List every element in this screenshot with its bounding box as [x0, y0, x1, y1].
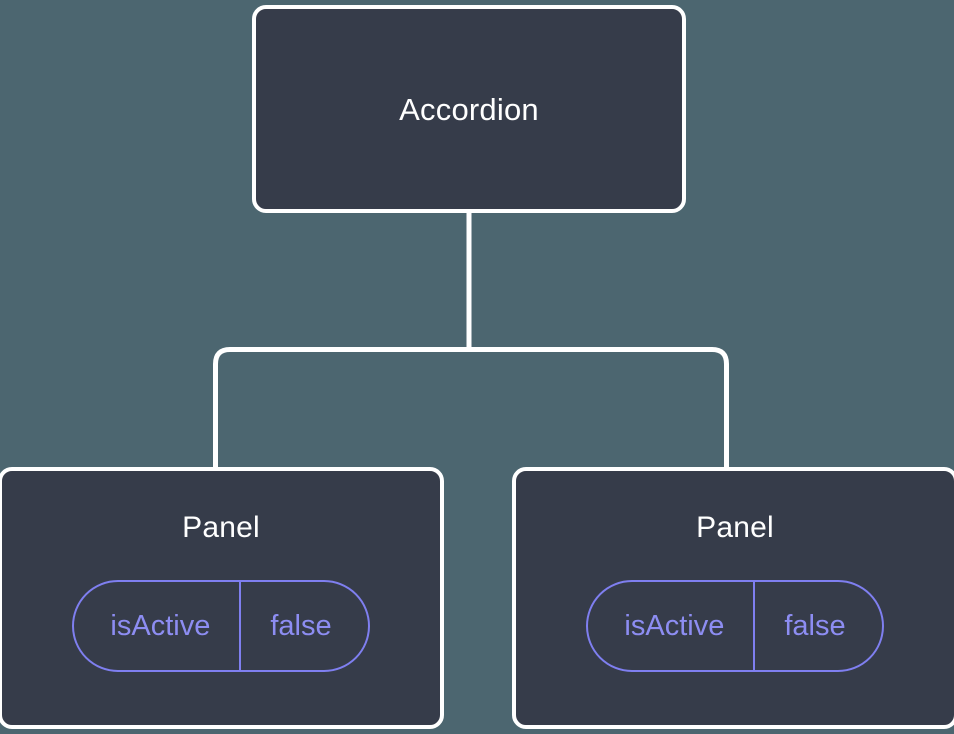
node-accordion-title: Accordion [399, 91, 539, 127]
prop-pill-isactive-1[interactable]: isActive false [72, 580, 370, 672]
node-panel-1-title: Panel [182, 511, 260, 544]
node-panel-2[interactable]: Panel isActive false [512, 467, 954, 729]
prop-pill-key-2: isActive [624, 609, 725, 642]
node-panel-2-props: isActive false [516, 580, 954, 672]
node-panel-2-title: Panel [696, 511, 774, 544]
node-accordion[interactable]: Accordion [252, 5, 686, 213]
prop-pill-value-1: false [239, 582, 367, 670]
prop-pill-isactive-2[interactable]: isActive false [586, 580, 884, 672]
node-panel-1[interactable]: Panel isActive false [0, 467, 444, 729]
prop-pill-value-2: false [753, 582, 881, 670]
node-panel-1-props: isActive false [2, 580, 440, 672]
edge-bus-to-children [213, 347, 729, 469]
prop-pill-key-1: isActive [110, 609, 211, 642]
